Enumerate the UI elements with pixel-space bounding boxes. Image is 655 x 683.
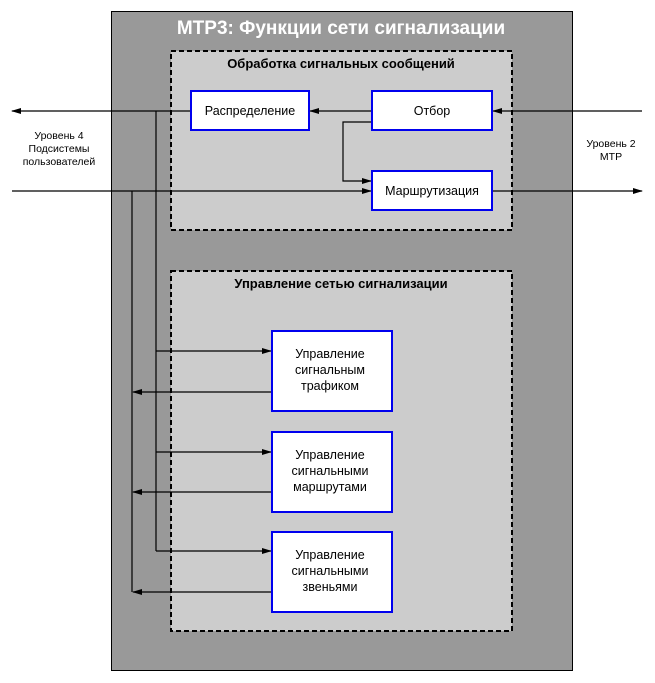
discrimination-to-routing-arrow	[342, 121, 372, 184]
network-management-title: Управление сетью сигнализации	[234, 276, 447, 291]
route-management-label-2: сигнальными	[292, 464, 369, 478]
level4-label-line-2: Подсистемы	[29, 143, 90, 155]
link-management-label-3: звеньями	[303, 580, 358, 594]
link-management-label-1: Управление	[295, 548, 365, 562]
distribution-label: Распределение	[205, 104, 295, 118]
routing-box: Маршрутизация	[371, 170, 493, 211]
discrimination-label: Отбор	[414, 104, 451, 118]
route-management-label-1: Управление	[295, 448, 365, 462]
traffic-management-label-2: сигнальным	[295, 363, 365, 377]
traffic-management-label-3: трафиком	[301, 379, 359, 393]
discrimination-box: Отбор	[371, 90, 493, 131]
route-management-box: Управление сигнальными маршрутами	[271, 431, 393, 513]
level4-label-line-1: Уровень 4	[34, 130, 83, 142]
level4-label-line-3: пользователей	[23, 156, 96, 168]
link-management-box: Управление сигнальными звеньями	[271, 531, 393, 613]
routing-label: Маршрутизация	[385, 184, 479, 198]
route-management-label-3: маршрутами	[293, 480, 367, 494]
link-management-label-2: сигнальными	[292, 564, 369, 578]
level2-label-line-1: Уровень 2	[586, 138, 635, 150]
level2-label-line-2: МТР	[600, 151, 622, 163]
message-handling-title: Обработка сигнальных сообщений	[227, 56, 455, 71]
traffic-management-label-1: Управление	[295, 347, 365, 361]
traffic-management-box: Управление сигнальным трафиком	[271, 330, 393, 412]
connectors	[11, 108, 643, 595]
level2-label: Уровень 2 МТР	[586, 138, 635, 163]
diagram-title: МТР3: Функции сети сигнализации	[177, 18, 505, 39]
level4-label: Уровень 4 Подсистемы пользователей	[23, 130, 96, 168]
distribution-box: Распределение	[190, 90, 310, 131]
